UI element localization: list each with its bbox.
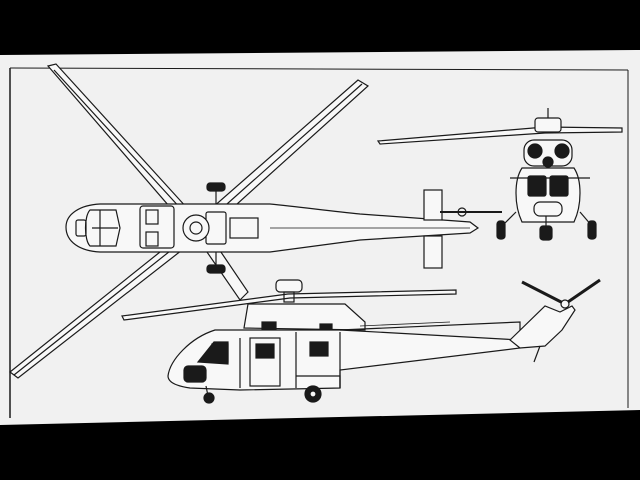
top-view-wheel-upper — [206, 182, 226, 192]
front-view-intake-left — [527, 143, 543, 159]
side-view-cabin-window-2 — [309, 341, 329, 357]
side-view-cabin-door — [249, 337, 281, 387]
side-view-tail-fin — [509, 305, 576, 349]
side-view-rotor-head — [275, 279, 303, 293]
side-view-rotor-blade — [121, 289, 457, 321]
front-view-windscreen-left — [527, 175, 547, 197]
top-view — [9, 63, 502, 379]
top-view-stabilizer-lower — [423, 235, 443, 269]
front-view-fuselage — [515, 167, 581, 223]
side-view-tail-rotor-blade-1 — [521, 280, 566, 306]
side-view-nose-wheel — [203, 392, 215, 404]
front-view-nose-wheel — [539, 225, 553, 241]
side-view-cabin-window-1 — [255, 343, 275, 359]
top-view-wheel-lower — [206, 264, 226, 274]
front-view-windscreen-right — [549, 175, 569, 197]
top-view-cockpit — [84, 209, 121, 247]
drawing-border-top — [9, 67, 629, 71]
top-view-stabilizer-upper — [423, 189, 443, 221]
side-view-tail-rotor-blade-2 — [564, 278, 601, 306]
front-view-rotor-head — [534, 117, 562, 133]
top-view-rotor-hub — [182, 214, 210, 242]
top-view-window — [75, 219, 87, 237]
side-view — [121, 278, 601, 404]
front-view-intake-right — [554, 143, 570, 159]
front-view-wheel-left — [496, 220, 506, 240]
front-view — [376, 108, 623, 241]
front-view-wheel-right — [587, 220, 597, 240]
